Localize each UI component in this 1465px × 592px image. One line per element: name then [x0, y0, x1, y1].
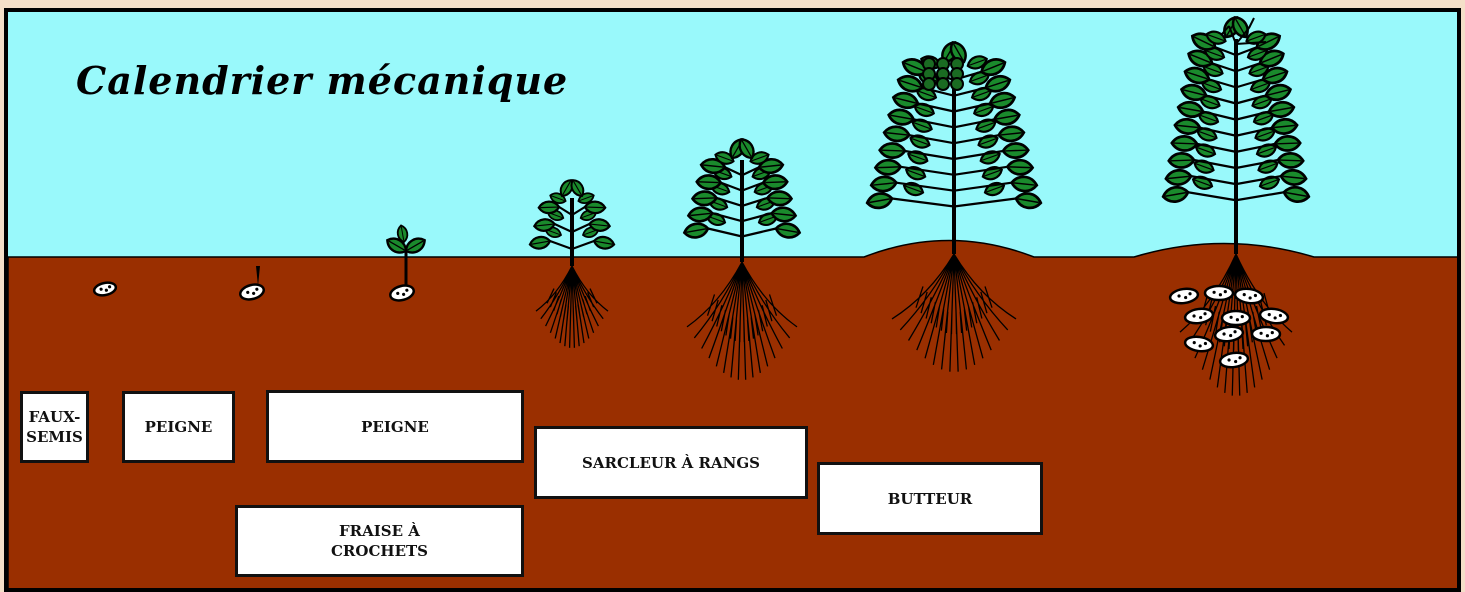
tool-box-peigne-2: PEIGNE — [266, 390, 524, 463]
tuber — [1252, 327, 1280, 341]
tool-box-peigne-1: PEIGNE — [122, 391, 235, 463]
tool-box-sarcleur-a-rangs: SARCLEUR À RANGS — [534, 426, 808, 499]
tuber — [1222, 311, 1250, 325]
tool-box-faux-semis: FAUX- SEMIS — [20, 391, 89, 463]
tuber — [1205, 286, 1233, 300]
diagram-frame: Calendrier mécanique — [4, 8, 1461, 592]
page-title: Calendrier mécanique — [76, 58, 568, 103]
tool-box-fraise-a-crochets: FRAISE À CROCHETS — [235, 505, 524, 577]
tool-box-butteur: BUTTEUR — [817, 462, 1043, 535]
